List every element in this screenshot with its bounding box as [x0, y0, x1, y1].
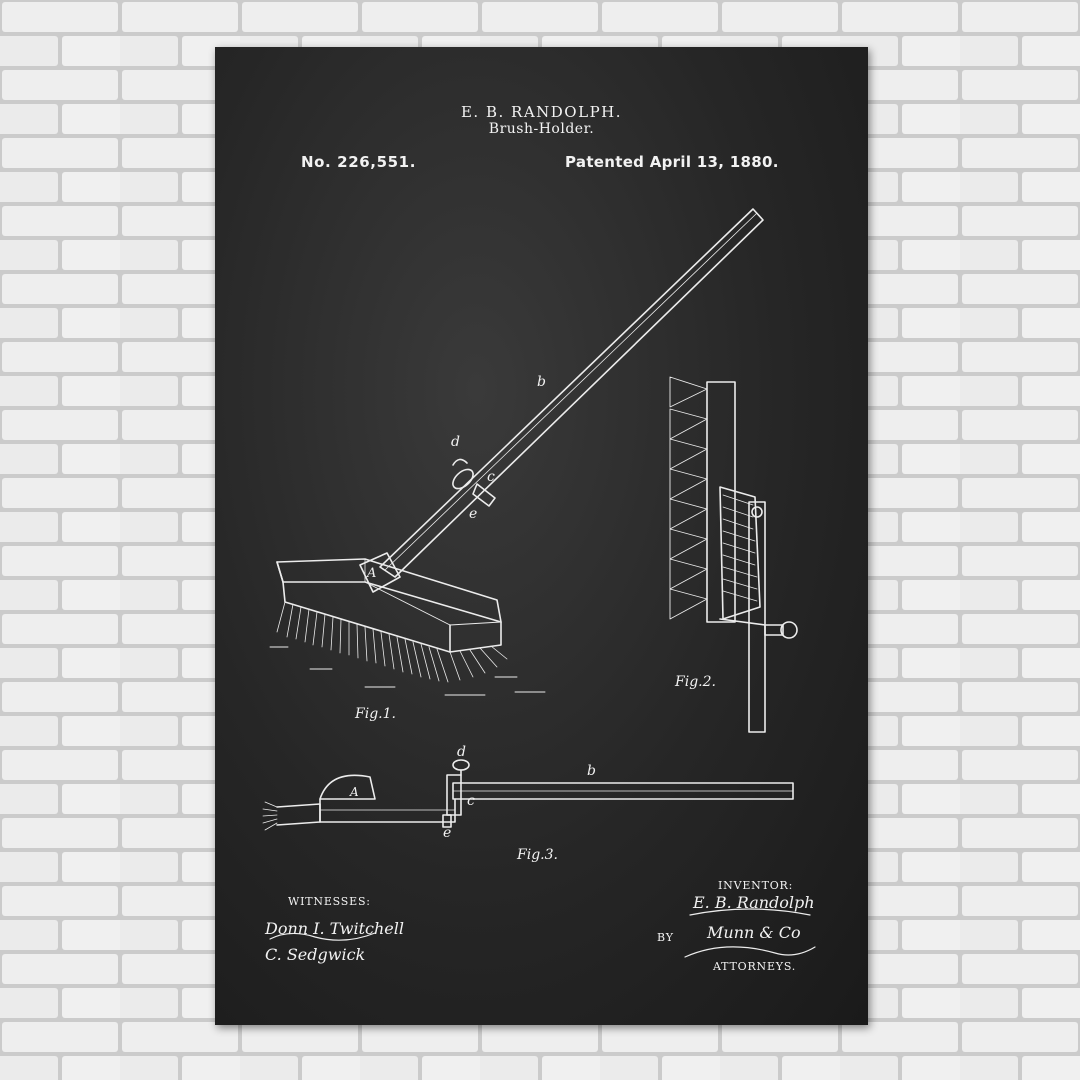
- attorney-signature: Munn & Co: [707, 923, 801, 942]
- by-label: BY: [657, 931, 674, 944]
- patent-poster: E. B. RANDOLPH. Brush-Holder. No. 226,55…: [215, 47, 868, 1025]
- invention-title: Brush-Holder.: [488, 121, 595, 137]
- fig1-ref-b: b: [537, 374, 546, 390]
- fig2-label: Fig.2.: [675, 674, 716, 690]
- signature-flourishes: [269, 908, 816, 958]
- fig3-ref-a: A: [350, 785, 359, 799]
- fig1-ref-a: A: [367, 566, 377, 581]
- fig3-ref-b: b: [587, 763, 596, 779]
- inventor-signature: E. B. Randolph: [693, 893, 815, 912]
- witness-signature-1: Donn I. Twitchell: [265, 919, 404, 938]
- fig1-ref-e: e: [469, 506, 478, 522]
- fig1-label: Fig.1.: [355, 706, 396, 722]
- fig3-ref-e: e: [443, 825, 452, 841]
- fig3-ref-d: d: [457, 744, 466, 760]
- fig1-ref-d: d: [451, 434, 460, 450]
- fig3-horizontal-drawing: [262, 759, 794, 831]
- attorneys-label: ATTORNEYS.: [713, 960, 797, 973]
- inventor-name-title: E. B. RANDOLPH.: [460, 103, 623, 121]
- fig1-ref-c: c: [487, 469, 495, 485]
- fig3-label: Fig.3.: [517, 847, 558, 863]
- fig1-broom-drawing: [269, 208, 764, 696]
- inventor-label: INVENTOR:: [718, 879, 794, 892]
- patent-number: No. 226,551.: [301, 153, 416, 171]
- patent-drawing: [262, 208, 816, 958]
- patent-date: Patented April 13, 1880.: [565, 153, 779, 171]
- fig2-section-drawing: [669, 376, 798, 733]
- fig3-ref-c: c: [467, 793, 475, 809]
- witness-signature-2: C. Sedgwick: [265, 945, 366, 964]
- witnesses-label: WITNESSES:: [288, 895, 371, 908]
